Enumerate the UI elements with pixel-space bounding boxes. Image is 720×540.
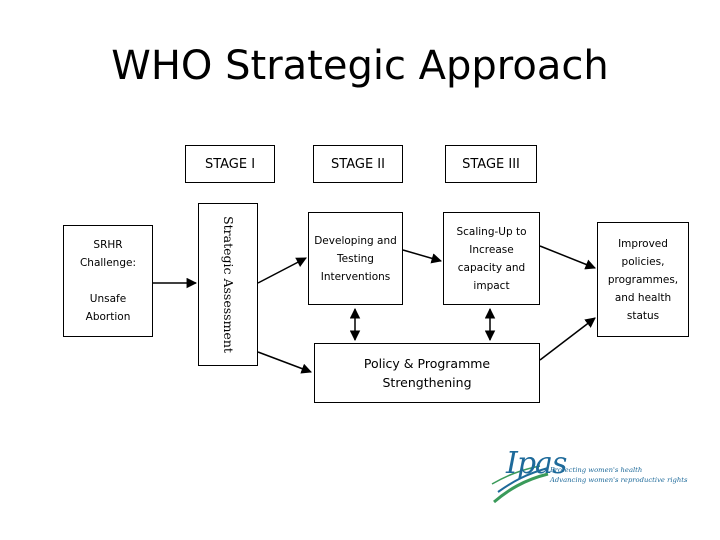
policy-line-2: Strengthening (382, 375, 472, 390)
outcome-line-3: programmes, (607, 273, 679, 286)
policy-box: Policy & Programme Strengthening (314, 343, 540, 403)
arrow-scaling-to-outcome (539, 245, 596, 270)
page-title: WHO Strategic Approach (111, 43, 609, 89)
scaling-line-3: capacity and (457, 261, 526, 274)
stage-3-label: STAGE III (462, 156, 520, 172)
policy-line-1: Policy & Programme (363, 356, 491, 371)
scaling-up-box: Scaling-Up to Increase capacity and impa… (443, 212, 540, 305)
outcome-line-1: Improved (618, 237, 668, 250)
challenge-line-1: SRHR (93, 239, 123, 251)
arrow-assessment-to-policy (257, 351, 312, 374)
scaling-line-1: Scaling-Up to (456, 225, 527, 238)
arrow-developing-to-scaling (402, 249, 443, 264)
stage-3-box: STAGE III (445, 145, 537, 183)
challenge-box: SRHR Challenge: Unsafe Abortion (63, 225, 153, 337)
ipas-logo: Ipas Protecting women's health Advancing… (490, 440, 700, 510)
stage-2-box: STAGE II (313, 145, 403, 183)
arrow-policy-to-outcome (539, 317, 596, 361)
outcome-box: Improved policies, programmes, and healt… (597, 222, 689, 337)
outcome-line-5: status (626, 309, 660, 322)
ipas-swoosh-icon (491, 465, 549, 504)
outcome-line-4: and health (614, 291, 672, 304)
ipas-wordmark: Ipas (506, 446, 567, 481)
strategic-assessment-box: Strategic Assessment (198, 203, 258, 366)
stage-1-box: STAGE I (185, 145, 275, 183)
ipas-tagline-2: Advancing women's reproductive rights (550, 476, 688, 484)
stage-2-label: STAGE II (331, 156, 385, 172)
scaling-line-4: impact (473, 279, 510, 292)
developing-line-3: Interventions (320, 270, 391, 283)
challenge-line-3: Unsafe (89, 293, 127, 305)
developing-line-2: Testing (337, 252, 374, 265)
arrow-assessment-to-developing (257, 257, 307, 284)
developing-box: Developing and Testing Interventions (308, 212, 403, 305)
ipas-tagline-1: Protecting women's health (550, 466, 643, 474)
challenge-line-2: Challenge: (79, 257, 137, 269)
outcome-line-2: policies, (621, 255, 665, 268)
stage-1-label: STAGE I (204, 156, 256, 172)
developing-line-1: Developing and (314, 234, 397, 247)
challenge-line-4: Abortion (85, 311, 131, 323)
scaling-line-2: Increase (469, 243, 514, 256)
